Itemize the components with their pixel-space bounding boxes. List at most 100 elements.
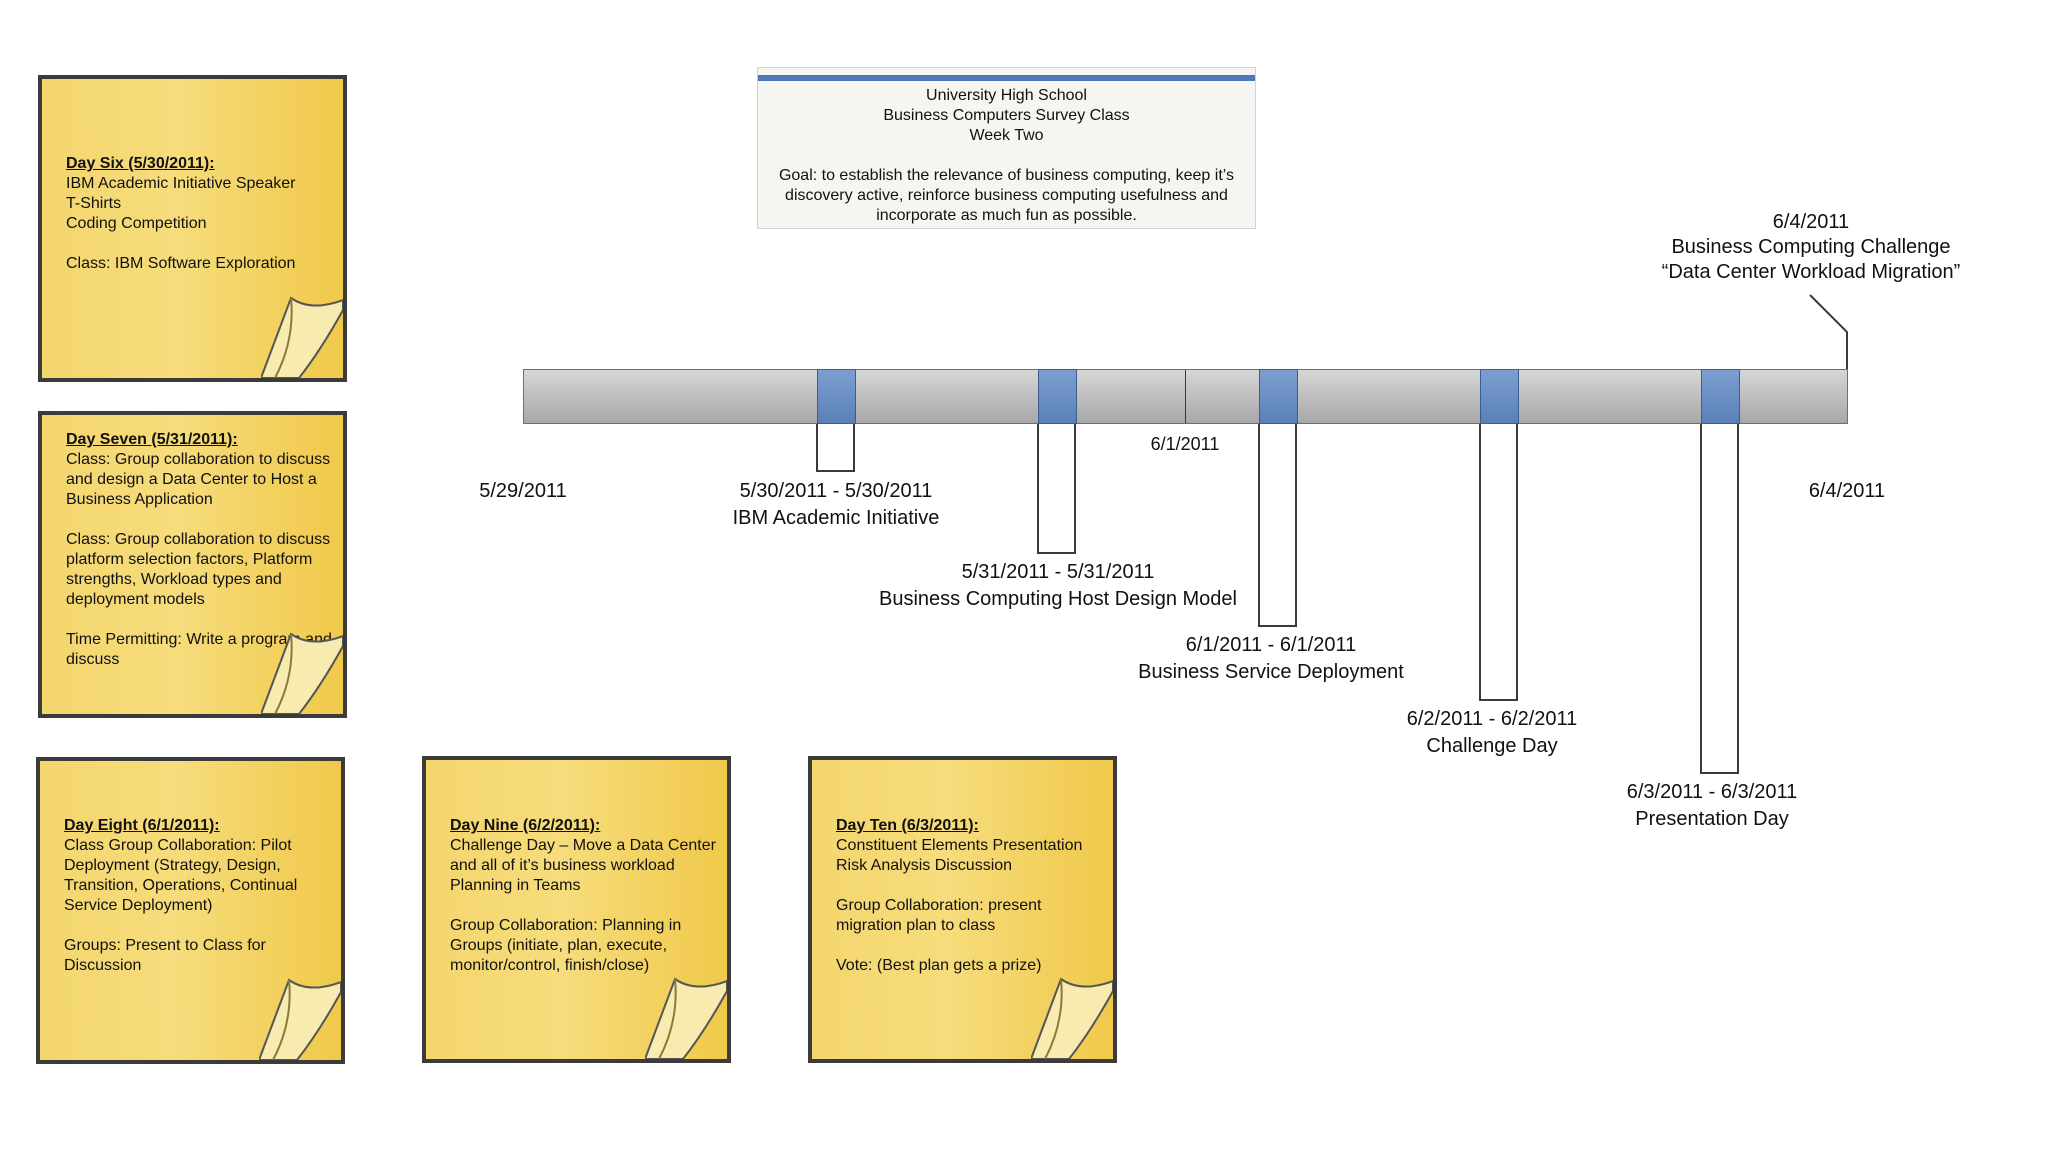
milestone-label: 6/3/2011 - 6/3/2011 Presentation Day bbox=[1627, 779, 1798, 833]
note-title: Day Six (5/30/2011): bbox=[66, 155, 215, 172]
note-line: Business Application bbox=[66, 491, 213, 508]
header-accent-bar bbox=[758, 75, 1255, 81]
final-milestone-callout: 6/4/2011 Business Computing Challenge “D… bbox=[1662, 210, 1961, 285]
timeline-start-date: 5/29/2011 bbox=[479, 480, 567, 502]
callout-date: 6/4/2011 bbox=[1772, 211, 1850, 233]
note-line: IBM Academic Initiative Speaker bbox=[66, 175, 296, 192]
milestone-range: 6/3/2011 - 6/3/2011 bbox=[1626, 781, 1798, 803]
note-line bbox=[836, 876, 1109, 896]
callout-connector bbox=[1809, 294, 1848, 370]
note-day-ten: Day Ten (6/3/2011): Constituent Elements… bbox=[808, 756, 1117, 1063]
milestone-marker bbox=[1259, 369, 1298, 424]
header-line bbox=[758, 146, 1255, 166]
note-line bbox=[450, 896, 723, 916]
note-line: Group Collaboration: present bbox=[836, 897, 1042, 914]
note-line: Deployment (Strategy, Design, bbox=[64, 857, 281, 874]
note-body: Day Nine (6/2/2011): Challenge Day – Mov… bbox=[450, 816, 723, 976]
note-line: Planning in Teams bbox=[450, 877, 581, 894]
milestone-stem bbox=[1700, 424, 1739, 774]
milestone-label: 5/31/2011 - 5/31/2011 Business Computing… bbox=[879, 559, 1237, 613]
note-line: Class: Group collaboration to discuss bbox=[66, 531, 331, 548]
milestone-marker bbox=[817, 369, 856, 424]
page-curl-icon bbox=[1031, 977, 1113, 1059]
milestone-range: 5/31/2011 - 5/31/2011 bbox=[961, 561, 1155, 583]
note-day-nine: Day Nine (6/2/2011): Challenge Day – Mov… bbox=[422, 756, 731, 1063]
milestone-stem bbox=[1258, 424, 1297, 627]
note-line: Constituent Elements Presentation bbox=[836, 837, 1083, 854]
note-line: Transition, Operations, Continual bbox=[64, 877, 298, 894]
milestone-stem bbox=[1037, 424, 1076, 554]
note-line: Discussion bbox=[64, 957, 142, 974]
callout-subtitle: “Data Center Workload Migration” bbox=[1661, 261, 1961, 283]
milestone-name: Challenge Day bbox=[1426, 735, 1558, 757]
timeline-end-label: 6/4/2011 bbox=[1809, 478, 1885, 505]
note-body: Day Eight (6/1/2011): Class Group Collab… bbox=[64, 816, 337, 976]
page-curl-icon bbox=[261, 632, 343, 714]
header-line: Business Computers Survey Class bbox=[883, 107, 1130, 124]
note-title: Day Seven (5/31/2011): bbox=[66, 431, 238, 448]
note-body: Day Ten (6/3/2011): Constituent Elements… bbox=[836, 816, 1109, 976]
milestone-range: 5/30/2011 - 5/30/2011 bbox=[739, 480, 933, 502]
note-body: Day Six (5/30/2011): IBM Academic Initia… bbox=[66, 154, 339, 274]
timeline-divider bbox=[1185, 370, 1186, 423]
note-line: Class: IBM Software Exploration bbox=[66, 255, 296, 272]
note-line: T-Shirts bbox=[66, 195, 122, 212]
header-line: University High School bbox=[926, 87, 1087, 104]
note-line: Service Deployment) bbox=[64, 897, 213, 914]
note-line: Class Group Collaboration: Pilot bbox=[64, 837, 292, 854]
note-title: Day Ten (6/3/2011): bbox=[836, 817, 979, 834]
note-line: and all of it’s business workload bbox=[450, 857, 675, 874]
note-line: Risk Analysis Discussion bbox=[836, 857, 1013, 874]
timeline-bar bbox=[523, 369, 1848, 424]
page-curl-icon bbox=[261, 296, 343, 378]
note-line: monitor/control, finish/close) bbox=[450, 957, 650, 974]
milestone-marker bbox=[1701, 369, 1740, 424]
note-line: Coding Competition bbox=[66, 215, 207, 232]
note-line: strengths, Workload types and bbox=[66, 571, 282, 588]
milestone-range: 6/1/2011 - 6/1/2011 bbox=[1185, 634, 1357, 656]
note-day-eight: Day Eight (6/1/2011): Class Group Collab… bbox=[36, 757, 345, 1064]
header-line: Goal: to establish the relevance of busi… bbox=[778, 167, 1235, 184]
milestone-stem bbox=[1479, 424, 1518, 701]
callout-title: Business Computing Challenge bbox=[1671, 236, 1951, 258]
note-day-seven: Day Seven (5/31/2011): Class: Group coll… bbox=[38, 411, 347, 718]
timeline-mid-date: 6/1/2011 bbox=[1150, 434, 1220, 454]
note-line: discuss bbox=[66, 651, 120, 668]
note-line: Groups: Present to Class for bbox=[64, 937, 266, 954]
note-line bbox=[836, 936, 1109, 956]
note-body: Day Seven (5/31/2011): Class: Group coll… bbox=[66, 430, 339, 670]
milestone-label: 5/30/2011 - 5/30/2011 IBM Academic Initi… bbox=[733, 478, 940, 532]
header-line: discovery active, reinforce business com… bbox=[785, 187, 1228, 204]
note-line: platform selection factors, Platform bbox=[66, 551, 313, 568]
page-curl-icon bbox=[645, 977, 727, 1059]
milestone-range: 6/2/2011 - 6/2/2011 bbox=[1406, 708, 1578, 730]
note-line bbox=[64, 916, 337, 936]
note-line: migration plan to class bbox=[836, 917, 996, 934]
note-title: Day Nine (6/2/2011): bbox=[450, 817, 601, 834]
milestone-name: Presentation Day bbox=[1635, 808, 1789, 830]
note-line: deployment models bbox=[66, 591, 205, 608]
milestone-name: Business Computing Host Design Model bbox=[879, 588, 1237, 610]
milestone-stem bbox=[816, 424, 855, 472]
header-box: University High School Business Computer… bbox=[757, 67, 1256, 229]
note-line: Group Collaboration: Planning in bbox=[450, 917, 682, 934]
header-line: incorporate as much fun as possible. bbox=[876, 207, 1137, 224]
note-day-six: Day Six (5/30/2011): IBM Academic Initia… bbox=[38, 75, 347, 382]
note-line: Vote: (Best plan gets a prize) bbox=[836, 957, 1042, 974]
note-title: Day Eight (6/1/2011): bbox=[64, 817, 220, 834]
page-curl-icon bbox=[259, 978, 341, 1060]
note-line: and design a Data Center to Host a bbox=[66, 471, 317, 488]
note-line bbox=[66, 510, 339, 530]
note-line: Groups (initiate, plan, execute, bbox=[450, 937, 668, 954]
note-line bbox=[66, 234, 339, 254]
milestone-name: Business Service Deployment bbox=[1138, 661, 1404, 683]
milestone-marker bbox=[1480, 369, 1519, 424]
milestone-label: 6/1/2011 - 6/1/2011 Business Service Dep… bbox=[1138, 632, 1404, 686]
milestone-name: IBM Academic Initiative bbox=[732, 507, 940, 529]
milestone-label: 6/2/2011 - 6/2/2011 Challenge Day bbox=[1407, 706, 1578, 760]
milestone-marker bbox=[1038, 369, 1077, 424]
note-line: Challenge Day – Move a Data Center bbox=[450, 837, 716, 854]
note-line: Class: Group collaboration to discuss bbox=[66, 451, 331, 468]
header-line: Week Two bbox=[969, 127, 1044, 144]
timeline-end-date: 6/4/2011 bbox=[1808, 480, 1886, 502]
